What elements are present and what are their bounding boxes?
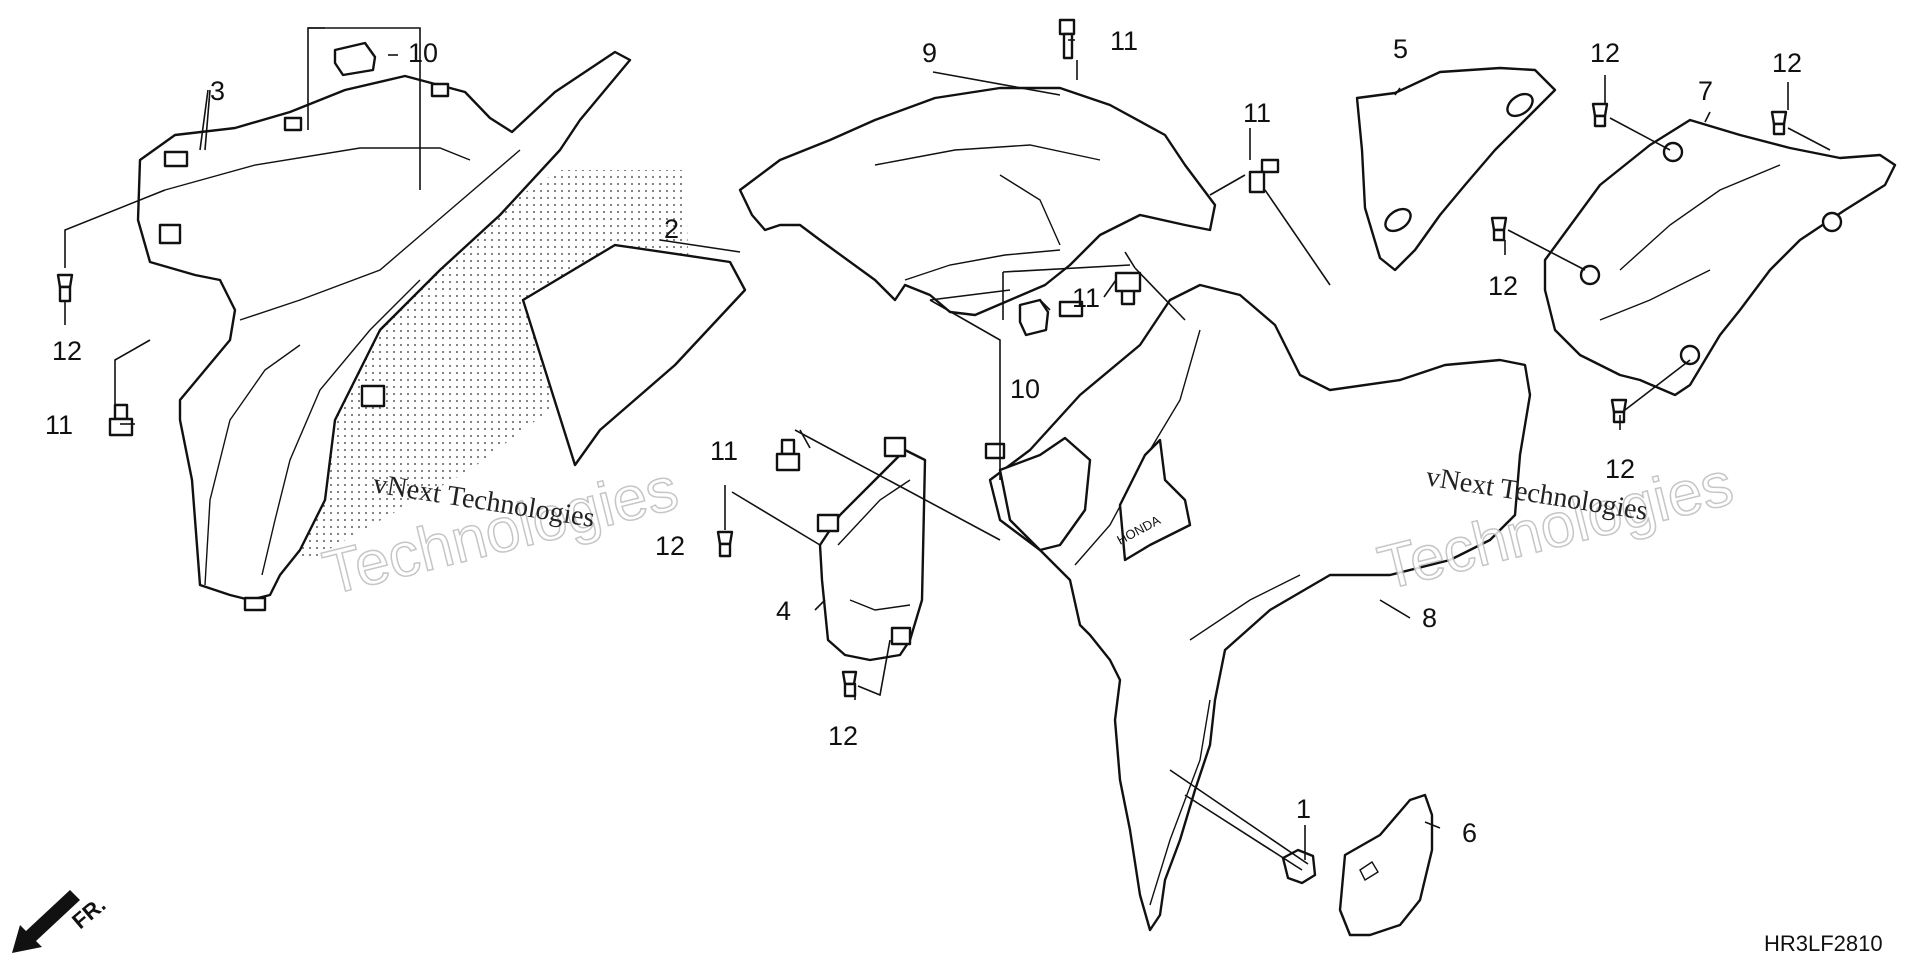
callout-11-upper-right: 11 [1243,98,1271,128]
callout-7: 7 [1698,76,1713,106]
screw-12-lower-right[interactable] [1610,398,1628,424]
callout-5: 5 [1393,34,1408,64]
callout-9: 9 [922,38,937,68]
callout-12-left: 12 [52,336,82,366]
arrow-down-left-icon [12,890,80,953]
part-7-right-cover[interactable] [1543,118,1897,397]
callout-11-top: 11 [1110,26,1138,56]
screw-12-top-right-b[interactable] [1770,110,1788,136]
callout-10-upper: 10 [408,38,438,68]
callout-4: 4 [776,596,791,626]
part-4-bracket[interactable] [816,436,927,662]
bolt-11-left[interactable] [108,403,134,437]
diagram-code: HR3LF2810 [1764,931,1883,956]
part-10-clip-upper[interactable] [333,41,377,77]
callout-12-top-right-b: 12 [1772,48,1802,78]
callout-3: 3 [210,76,225,106]
part-10-clip-middle[interactable] [1018,298,1050,337]
bolt-11-middle-left[interactable] [775,438,801,472]
screw-12-bracket[interactable] [841,670,858,698]
bolt-11-top[interactable] [1058,18,1076,60]
callout-1: 1 [1296,794,1311,824]
callout-11-left: 11 [45,410,73,440]
part-5-cover-plate[interactable] [1355,66,1557,272]
callout-10-middle: 10 [1010,374,1040,404]
callout-12-lower-right: 12 [1605,454,1635,484]
callout-6: 6 [1462,818,1477,848]
part-3-left-side-cover[interactable] [136,50,632,612]
part-1-grommet[interactable] [1281,848,1317,885]
callout-12-middle: 12 [655,531,685,561]
screw-12-top-right-a[interactable] [1591,102,1609,128]
part-9-upper-cover[interactable] [738,86,1217,317]
callout-12-mid-right: 12 [1488,271,1518,301]
leader-lines [64,27,1831,871]
part-2-panel[interactable] [521,243,747,467]
part-8-main-side-cover[interactable]: HONDA [984,283,1532,932]
callout-8: 8 [1422,603,1437,633]
bolt-11-center[interactable] [1114,271,1142,306]
callout-11-middle-left: 11 [710,436,738,466]
bolt-11-upper-right[interactable] [1248,158,1280,194]
screw-12-left[interactable] [56,273,74,303]
callout-11-center: 11 [1072,283,1100,313]
screw-12-middle[interactable] [716,530,734,558]
screw-12-mid-right[interactable] [1490,216,1508,242]
part-6-small-cover[interactable] [1338,793,1434,937]
callout-12-top-right-a: 12 [1590,38,1620,68]
callout-2: 2 [664,214,679,244]
callout-12-bracket: 12 [828,721,858,751]
